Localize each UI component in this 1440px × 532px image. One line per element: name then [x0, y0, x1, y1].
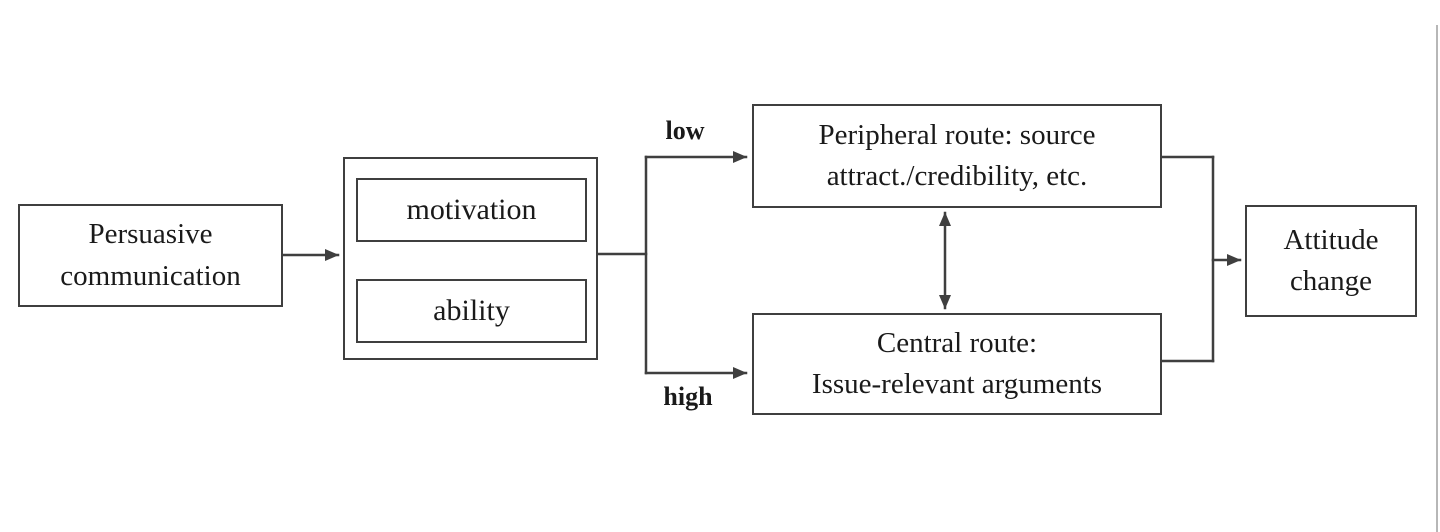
attitude-line-1: Attitude	[1283, 223, 1379, 256]
node-motivation: motivation	[356, 178, 587, 242]
motivation-label: motivation	[406, 192, 537, 226]
persuasive-line-2: communication	[60, 259, 241, 292]
persuasive-line-1: Persuasive	[88, 218, 213, 251]
node-ability: ability	[356, 279, 587, 343]
node-peripheral-route: Peripheral route: source attract./credib…	[752, 104, 1162, 208]
attitude-line-2: change	[1289, 265, 1373, 297]
page-edge-line	[1436, 25, 1438, 532]
central-line-2: Issue-relevant arguments	[811, 368, 1103, 400]
peripheral-line-2: attract./credibility, etc.	[826, 160, 1088, 192]
node-persuasive-communication: Persuasive communication	[18, 204, 283, 307]
ability-label: ability	[433, 293, 510, 327]
node-attitude-change: Attitude change	[1245, 205, 1417, 317]
node-central-route: Central route: Issue-relevant arguments	[752, 313, 1162, 415]
central-line-1: Central route:	[876, 326, 1038, 359]
peripheral-line-1: Peripheral route: source	[818, 118, 1096, 151]
edge-label-low: low	[665, 116, 705, 145]
node-moderators-group: motivation ability	[343, 157, 598, 360]
edge-label-high: high	[663, 382, 713, 411]
